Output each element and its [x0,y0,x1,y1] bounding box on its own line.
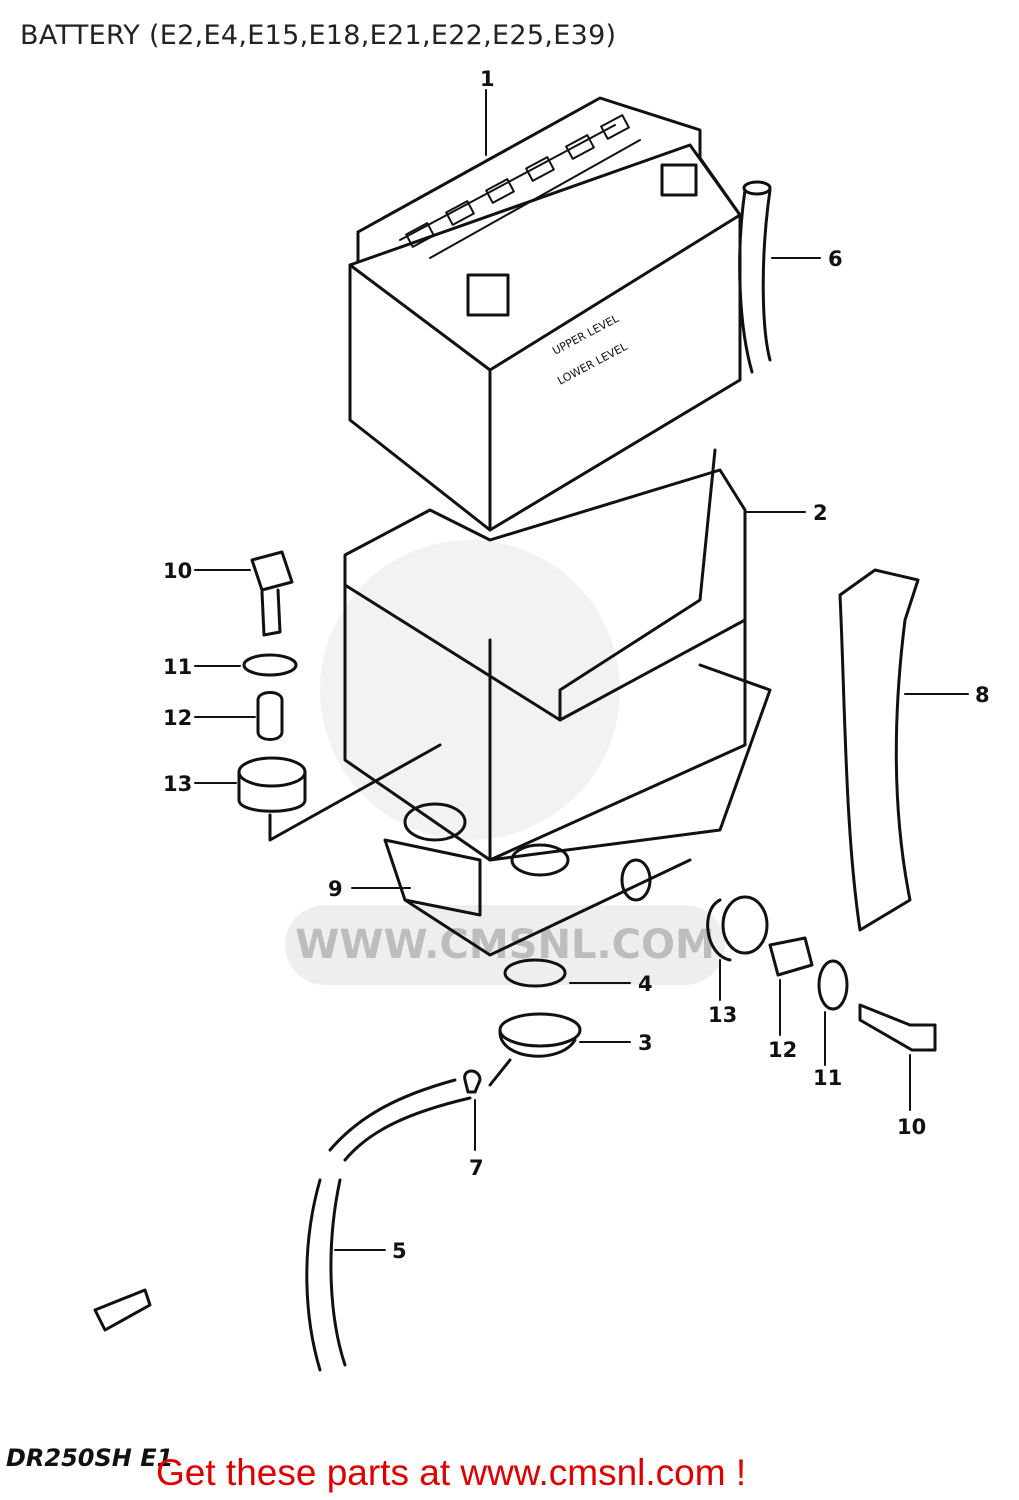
label-part-4: 4 [638,972,653,996]
clamp [503,958,567,988]
left-grommet [237,756,307,813]
battery: UPPER LEVEL LOWER LEVEL [348,96,742,532]
label-part-12-right: 12 [768,1038,797,1062]
label-part-6: 6 [828,247,843,271]
direction-arrow-icon [93,1288,152,1332]
left-collar [256,691,284,741]
label-part-13-right: 13 [708,1003,737,1027]
label-part-12-left: 12 [163,706,192,730]
label-part-13-left: 13 [163,772,192,796]
right-bolt [858,1003,937,1052]
vent-tube [738,188,772,374]
leader-lines [194,89,969,1251]
label-part-11-right: 11 [813,1066,842,1090]
drain-hose-upper [328,1078,472,1162]
label-part-11-left: 11 [163,655,192,679]
battery-tray [343,448,772,957]
watermark-text: WWW.CMSNL.COM [295,922,715,968]
battery-band [838,568,920,932]
label-part-2: 2 [813,501,828,525]
label-part-9: 9 [328,877,343,901]
terminal-left [466,273,510,317]
label-part-10-right: 10 [897,1115,926,1139]
right-collar [768,936,814,977]
label-part-7: 7 [469,1156,484,1180]
label-part-3: 3 [638,1031,653,1055]
label-part-8: 8 [975,683,990,707]
left-washer [242,653,298,677]
right-washer [817,959,849,1011]
page-title: BATTERY (E2,E4,E15,E18,E21,E22,E25,E39) [20,20,617,51]
battery-cells [405,114,630,248]
clip [463,1069,482,1094]
left-bolt [250,550,294,637]
model-code: DR250SH E1 [6,1444,174,1472]
right-grommet [706,895,769,962]
label-part-5: 5 [392,1239,407,1263]
part-labels: 1 6 2 8 10 11 12 13 9 4 3 13 12 11 10 7 … [163,67,990,1263]
cmsnl-link[interactable]: Get these parts at www.cmsnl.com ! [156,1452,747,1493]
terminal-right [660,163,698,197]
label-part-10-left: 10 [163,559,192,583]
drain-hose-lower [305,1178,347,1372]
label-part-1: 1 [480,67,495,91]
drain-fitting [488,1012,582,1087]
